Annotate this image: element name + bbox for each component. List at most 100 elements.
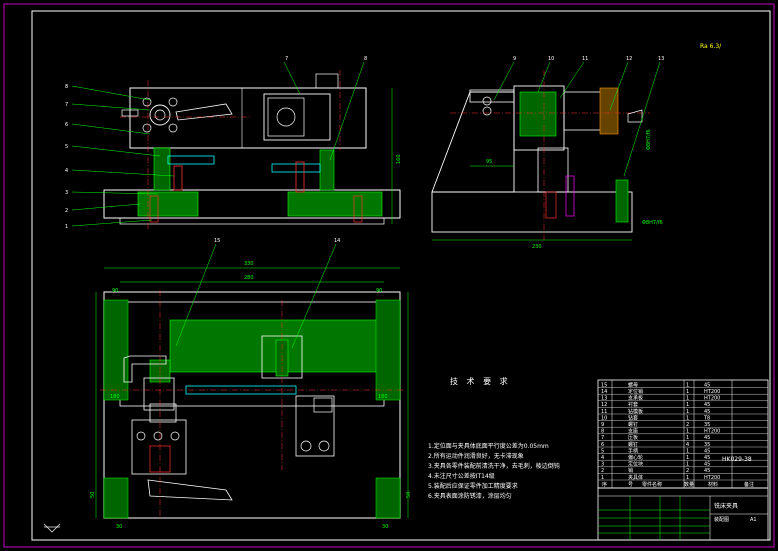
parts-row-name: 支承板 <box>628 395 643 402</box>
bottom-arrow <box>43 523 61 533</box>
parts-row-no: 8 <box>601 429 604 435</box>
parts-row-name: 钻模板 <box>628 408 643 415</box>
top-view: 330 280 90 90 180 180 30 30 50 50 <box>90 243 412 530</box>
parts-row-name: 螺钉 <box>628 421 638 428</box>
balloon-13: 13 <box>658 56 664 62</box>
top-dim-outer: 330 <box>244 261 254 267</box>
top-dim-left-lower: 50 <box>90 492 96 498</box>
parts-row-material: 45 <box>704 462 710 468</box>
parts-row-material: 35 <box>704 442 710 448</box>
title-block: 铣床夹具 装配图 A1 HK029-38 序 号 零件名称 数量 材料 备注 <box>597 456 769 541</box>
balloon-8-top: 8 <box>364 56 367 62</box>
parts-row-name: 偏心轮 <box>628 454 643 461</box>
hdr-seq: 序 <box>602 481 607 488</box>
parts-row-name: 定位块 <box>628 461 643 468</box>
parts-row-qty: 2 <box>686 422 689 428</box>
parts-row-no: 5 <box>601 448 604 454</box>
parts-row-material: HT200 <box>704 389 720 395</box>
parts-row-qty: 2 <box>686 468 689 474</box>
parts-row-no: 6 <box>601 442 604 448</box>
balloon-8: 8 <box>65 84 68 90</box>
side-dim-inner: 95 <box>486 159 492 165</box>
parts-row-name: 支座 <box>628 428 638 435</box>
parts-row-qty: 1 <box>686 409 689 415</box>
parts-row-name: 夹具体 <box>628 474 643 481</box>
parts-row-material: 35 <box>704 422 710 428</box>
front-view: 160 <box>71 61 402 230</box>
hdr-qty: 数量 <box>684 481 694 488</box>
parts-row-qty: 1 <box>686 462 689 468</box>
title-name: 铣床夹具 <box>714 502 738 510</box>
parts-row-qty: 1 <box>686 429 689 435</box>
parts-row-material: 45 <box>704 455 710 461</box>
balloon-7-left: 7 <box>65 102 68 108</box>
hdr-remarks: 备注 <box>744 481 754 488</box>
parts-row-no: 2 <box>601 468 604 474</box>
parts-row-name: 钻套 <box>628 414 638 421</box>
top-dim-bottom-left: 30 <box>116 524 122 530</box>
balloon-7-top: 7 <box>285 56 288 62</box>
note-6: 6.夹具表面涂防锈漆，涂层均匀 <box>428 492 512 500</box>
side-fit-lower: Φ8H7/f6 <box>642 220 663 226</box>
front-dim-height: 160 <box>396 154 402 164</box>
inner-frame <box>31 10 771 541</box>
parts-std-ref: HK029-38 <box>722 456 752 463</box>
parts-row-material: 45 <box>704 402 710 408</box>
balloon-15: 15 <box>214 238 220 244</box>
parts-row-no: 13 <box>601 396 607 402</box>
top-dim-left: 90 <box>112 288 118 294</box>
parts-row-material: 45 <box>704 409 710 415</box>
balloon-3: 3 <box>65 190 68 196</box>
top-dim-right-lower: 50 <box>406 492 412 498</box>
title-sheet: A1 <box>750 517 757 523</box>
parts-row-material: 45 <box>704 448 710 454</box>
parts-row-qty: 4 <box>686 442 689 448</box>
note-3: 3.夹具各零件装配前清洗干净，去毛刺，棱边倒钝 <box>428 462 560 470</box>
title-subtitle: 装配图 <box>714 516 729 523</box>
parts-row-qty: 1 <box>686 435 689 441</box>
parts-row-qty: 1 <box>686 389 689 395</box>
top-dim-mid-right: 180 <box>378 394 388 400</box>
hdr-no: 号 <box>628 482 633 488</box>
hdr-material: 材料 <box>708 481 718 488</box>
note-5: 5.装配后应保证零件加工精度要求 <box>428 482 518 490</box>
tech-notes: 1.定位面与夹具体底面平行度公差为0.05mm 2.所有运动件润滑良好，无卡滞现… <box>428 442 560 500</box>
front-view-balloons: 8 7 6 5 4 3 2 1 7 8 <box>65 56 367 230</box>
side-dim-width: 230 <box>532 244 542 250</box>
parts-row-material: HT200 <box>704 396 720 402</box>
hdr-name: 零件名称 <box>642 481 662 488</box>
parts-row-material: T8 <box>703 415 710 421</box>
parts-row-no: 11 <box>601 409 607 415</box>
side-view-balloons: 9 10 11 12 13 <box>513 56 664 62</box>
parts-row-qty: 1 <box>686 396 689 402</box>
balloon-2: 2 <box>65 208 68 214</box>
balloon-10: 10 <box>548 56 554 62</box>
parts-row-qty: 1 <box>686 382 689 388</box>
top-dim-bottom-right: 30 <box>382 524 388 530</box>
parts-row-name: 销 <box>628 467 633 474</box>
balloon-6: 6 <box>65 122 68 128</box>
parts-row-no: 1 <box>601 475 604 481</box>
balloon-12: 12 <box>626 56 632 62</box>
parts-row-qty: 1 <box>686 415 689 421</box>
parts-row-qty: 1 <box>686 455 689 461</box>
balloon-9: 9 <box>513 56 516 62</box>
top-dim-right-top: 90 <box>376 288 382 294</box>
parts-row-qty: 1 <box>686 448 689 454</box>
parts-row-material: 45 <box>704 435 710 441</box>
parts-row-no: 12 <box>601 402 607 408</box>
parts-row-material: HT200 <box>704 429 720 435</box>
parts-row-no: 10 <box>601 415 607 421</box>
balloon-5: 5 <box>65 144 68 150</box>
parts-row-name: 定位销 <box>628 388 643 395</box>
parts-row-name: 手柄 <box>628 447 638 454</box>
parts-row-name: 压板 <box>628 434 638 441</box>
note-2: 2.所有运动件润滑良好，无卡滞现象 <box>428 452 524 460</box>
tech-requirements-title: 技 术 要 求 <box>450 376 511 386</box>
top-dim-mid-left: 180 <box>110 394 120 400</box>
top-view-balloons: 15 14 <box>214 238 340 244</box>
parts-row-no: 15 <box>601 382 607 388</box>
parts-row-no: 14 <box>601 389 607 395</box>
parts-row-name: 衬套 <box>628 401 638 408</box>
